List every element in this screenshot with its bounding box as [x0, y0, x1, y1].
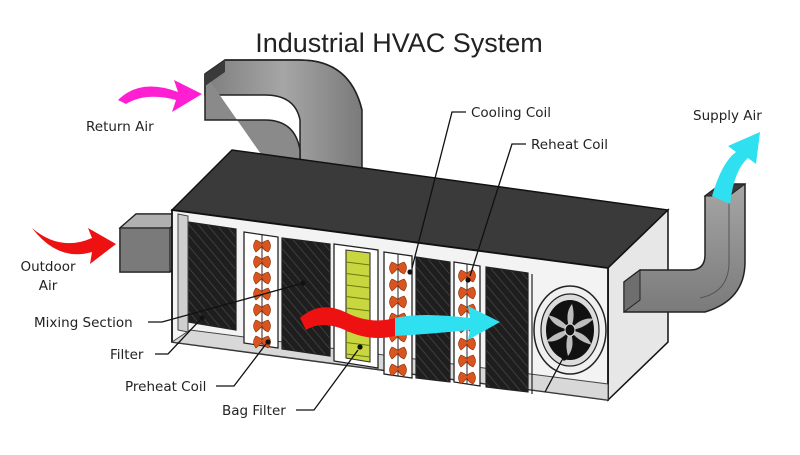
- coil-element: [253, 271, 271, 285]
- fan-blade: [570, 318, 594, 330]
- label-outdoor-air-line1: Outdoor: [20, 259, 76, 275]
- outdoor-air-arrow: [32, 228, 116, 264]
- label-cooling-coil: Cooling Coil: [471, 105, 551, 121]
- bag-filter-pleat: [345, 284, 371, 289]
- coil-element: [253, 319, 271, 333]
- coil-element: [389, 278, 407, 292]
- coil-element: [389, 346, 407, 360]
- diagram-title: Industrial HVAC System: [255, 28, 543, 58]
- fan-blade: [548, 315, 570, 330]
- bag-filter: [333, 243, 379, 369]
- mixing-section: [281, 237, 331, 357]
- label-reheat-coil: Reheat Coil: [531, 137, 608, 153]
- return-air-arrow: [118, 80, 202, 112]
- coil-element: [253, 335, 271, 349]
- coil-element: [458, 354, 476, 368]
- fan-blade: [566, 330, 573, 356]
- label-outdoor-air-line2: Air: [39, 278, 58, 294]
- coil-element: [458, 371, 476, 385]
- coil-element: [389, 261, 407, 275]
- coil-element: [253, 239, 271, 253]
- bag-filter-pleat: [345, 307, 371, 312]
- coil-element: [389, 363, 407, 377]
- coil-element: [253, 303, 271, 317]
- coil-element: [389, 295, 407, 309]
- coil-element: [458, 286, 476, 300]
- fan-blade: [567, 304, 574, 330]
- fan-blade: [570, 330, 592, 345]
- bag-filter-pleat: [345, 261, 371, 266]
- coil-element: [253, 255, 271, 269]
- preheat-coil: [243, 231, 279, 349]
- fan-blade: [546, 330, 570, 342]
- label-mixing-section: Mixing Section: [34, 315, 133, 331]
- outdoor-air-duct: [118, 213, 187, 273]
- label-preheat-coil: Preheat Coil: [125, 379, 206, 395]
- label-return-air: Return Air: [86, 119, 154, 135]
- leader-lines: [148, 111, 567, 411]
- coil-element: [458, 337, 476, 351]
- filter: [177, 213, 237, 333]
- internal-airflow-arrow: [300, 306, 500, 340]
- bag-filter-pleat: [345, 273, 371, 277]
- fan-plenum: [485, 266, 533, 394]
- bag-filter-pleat: [345, 342, 371, 346]
- bag-filter-pleat: [345, 296, 371, 300]
- supply-fan: [533, 285, 607, 375]
- label-bag-filter: Bag Filter: [222, 403, 286, 419]
- label-supply-air: Supply Air: [693, 108, 762, 124]
- bag-filter-pleat: [345, 353, 371, 358]
- supply-air-arrow: [712, 132, 760, 204]
- label-filter: Filter: [110, 347, 144, 363]
